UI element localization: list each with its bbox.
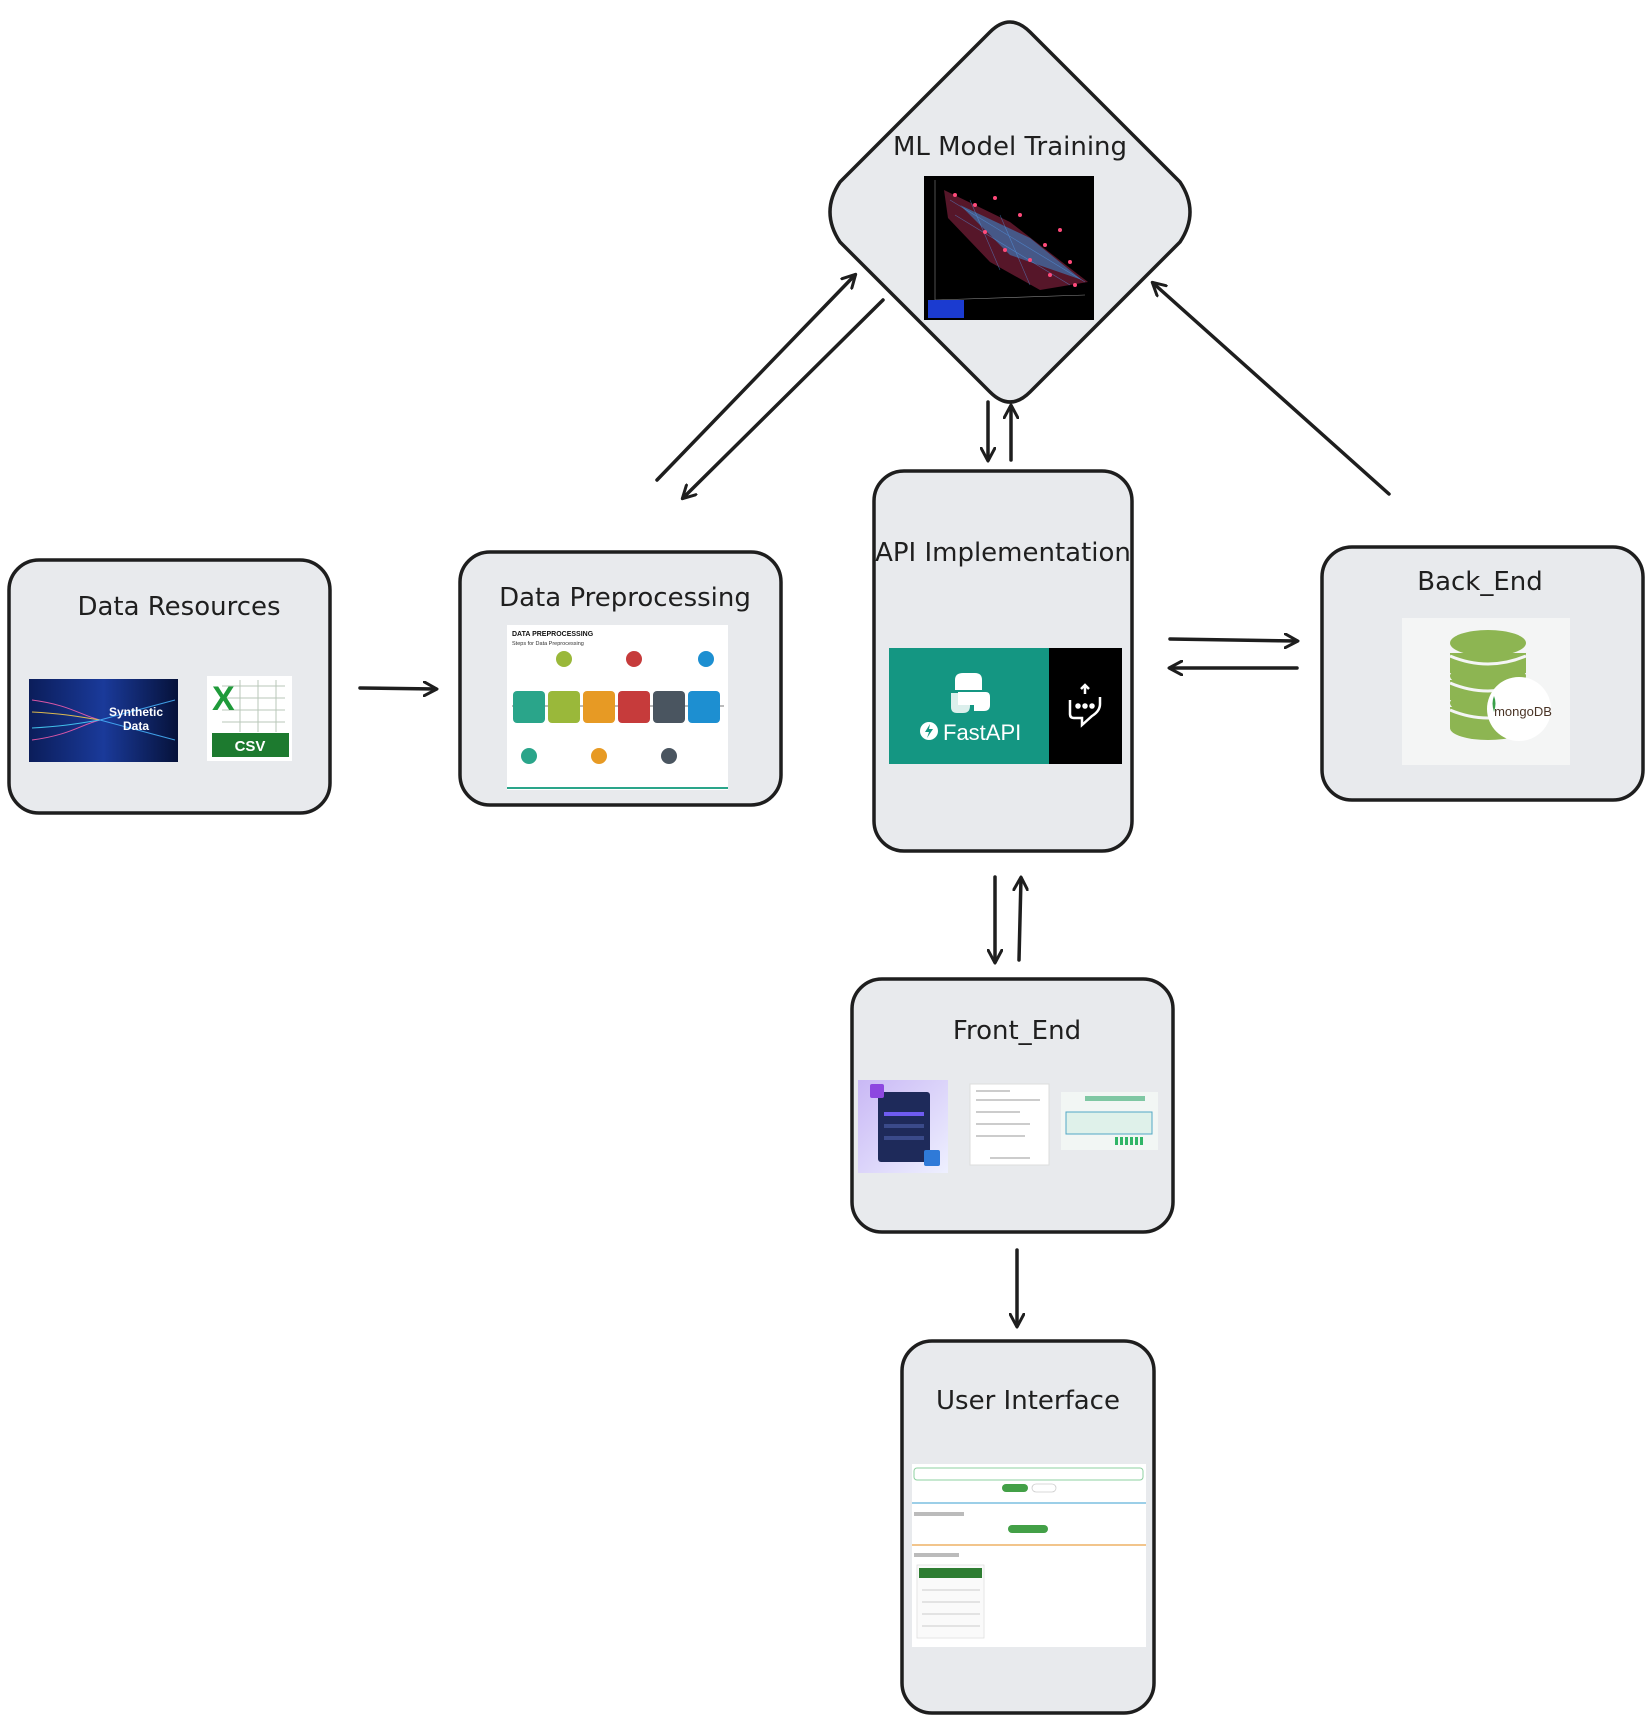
arrow-preprocessing-to-ml	[655, 275, 855, 482]
csv-label: CSV	[235, 738, 266, 755]
synthetic-data-image: Synthetic Data	[29, 679, 178, 762]
user-interface-label: User Interface	[936, 1386, 1120, 1416]
svg-text:X: X	[212, 680, 235, 718]
data-preprocessing-label: Data Preprocessing	[499, 583, 751, 613]
front-end-screenshot-3	[1061, 1092, 1158, 1150]
data-resources-label: Data Resources	[77, 592, 280, 622]
synthetic-label-2: Data	[123, 719, 149, 733]
arrow-resources-to-preprocessing	[358, 688, 436, 689]
mongodb-logo-image: mongoDB	[1402, 618, 1570, 765]
arrow-backend-to-ml	[1153, 283, 1391, 496]
ml-training-label: ML Model Training	[893, 132, 1127, 162]
node-ml-training[interactable]: ML Model Training	[828, 20, 1192, 404]
chat-bot-icon	[1068, 683, 1102, 728]
ml-3d-plot-image	[924, 176, 1094, 320]
front-end-screenshot-1	[858, 1080, 948, 1173]
python-icon	[951, 673, 990, 713]
node-api-implementation[interactable]: API Implementation FastAPI	[872, 469, 1134, 853]
preprocessing-thumb-title: DATA PREPROCESSING	[512, 631, 594, 638]
back-end-label: Back_End	[1417, 567, 1543, 597]
arrow-api-to-backend	[1168, 639, 1297, 641]
csv-file-icon: X CSV	[207, 676, 292, 761]
preprocessing-thumb-subtitle: Steps for Data Preprocessing	[512, 641, 584, 647]
node-back-end[interactable]: Back_End mongoDB	[1320, 545, 1645, 802]
arrow-frontend-to-api	[1019, 878, 1021, 962]
user-interface-screenshot	[912, 1464, 1146, 1647]
synthetic-label-1: Synthetic	[109, 705, 163, 719]
front-end-label: Front_End	[953, 1016, 1081, 1046]
front-end-screenshot-2	[969, 1083, 1050, 1166]
lightning-icon	[920, 722, 938, 740]
arrow-ml-to-preprocessing	[683, 298, 885, 498]
node-data-resources[interactable]: Data Resources Synthetic Data X	[7, 558, 332, 815]
fastapi-logo-image: FastAPI	[889, 648, 1122, 764]
api-label: API Implementation	[875, 538, 1131, 568]
connectors	[358, 275, 1391, 1326]
fastapi-label: FastAPI	[943, 720, 1021, 745]
node-data-preprocessing[interactable]: Data Preprocessing DATA PREPROCESSING St…	[458, 550, 783, 807]
mongodb-label: mongoDB	[1494, 704, 1552, 719]
preprocessing-steps-image: DATA PREPROCESSING Steps for Data Prepro…	[507, 625, 728, 790]
node-user-interface[interactable]: User Interface	[900, 1339, 1156, 1715]
node-front-end[interactable]: Front_End	[850, 977, 1175, 1234]
